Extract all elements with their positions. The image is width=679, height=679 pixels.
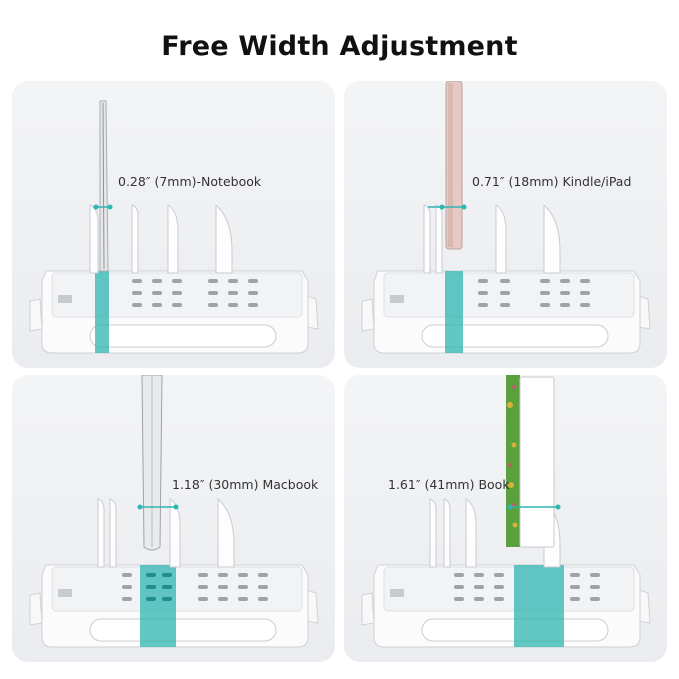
panel-macbook: 1.18″ (30mm) Macbook — [12, 375, 335, 662]
dock-illustration-kindle-ipad — [361, 81, 651, 354]
panel-kindle-ipad: 0.71″ (18mm) Kindle/iPad — [344, 81, 667, 368]
width-label-book: 1.61″ (41mm) Book — [388, 477, 510, 492]
width-label-notebook: 0.28″ (7mm)-Notebook — [118, 174, 262, 189]
panel-book: 1.61″ (41mm) Book — [344, 375, 667, 662]
dock-illustration-macbook — [29, 375, 319, 648]
dock-illustration-book — [361, 375, 651, 648]
dock-illustration-notebook — [29, 100, 319, 354]
page-title: Free Width Adjustment — [161, 31, 518, 62]
panel-notebook: 0.28″ (7mm)-Notebook — [12, 81, 335, 368]
width-label-macbook: 1.18″ (30mm) Macbook — [172, 477, 319, 492]
width-label-kindle-ipad: 0.71″ (18mm) Kindle/iPad — [472, 174, 632, 189]
